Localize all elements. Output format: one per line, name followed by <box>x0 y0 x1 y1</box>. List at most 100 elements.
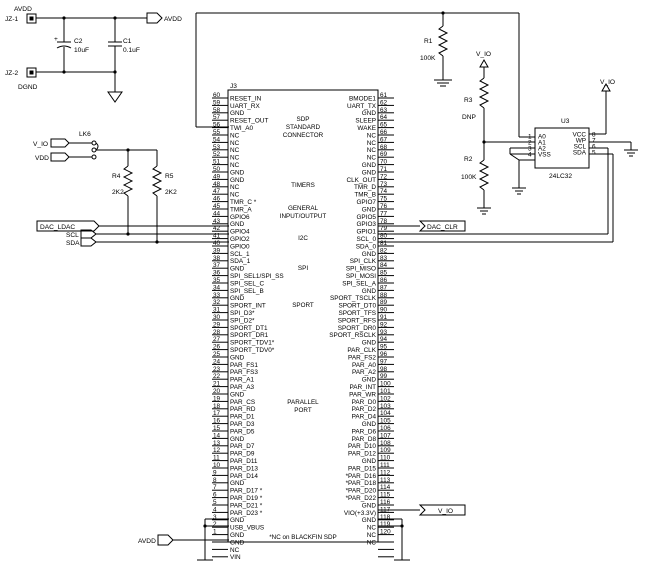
j3-right-pin-name: SPORT_TFS <box>338 310 376 317</box>
j3-left-pin-number: 53 <box>213 144 221 151</box>
j3-right-pin-number: 93 <box>380 329 388 336</box>
j3-left-pin-number: 12 <box>213 447 221 454</box>
j3-right-pin-name: SPORT_DT0 <box>338 303 376 310</box>
j3-right-pin-name: GND <box>362 162 377 169</box>
j3-left-pin-name: PAR_D3 <box>230 421 255 428</box>
j3-left-pin-name: SPORT_INT <box>230 303 266 310</box>
j3-left-pin-number: 43 <box>213 218 221 225</box>
j3-left-pin-number: 17 <box>213 410 221 417</box>
j3-left-bottom-wiring: AVDD <box>138 518 229 561</box>
j3-left-pin-number: 26 <box>213 344 221 351</box>
j3-left-pin-number: 44 <box>213 210 221 217</box>
c2-ref: C2 <box>74 38 83 45</box>
j3-left-pin-name: GND <box>230 517 245 524</box>
j3-left-pin-name: SPORT_DR1 <box>230 332 269 339</box>
j3-left-pin-number: 59 <box>213 99 221 106</box>
j3-right-pin-number: 96 <box>380 351 388 358</box>
j3-left-pin-name: PAR_D14 <box>230 473 258 480</box>
j3-left-pin-number: 41 <box>213 233 221 240</box>
u3-pin-name: SCL <box>574 143 587 150</box>
j3-right-pin-number: 82 <box>380 247 388 254</box>
j3-right-pin-name: PAR_D15 <box>348 465 376 472</box>
j3-left-pin-name: TMR_A <box>230 206 252 213</box>
lk6-ref: LK6 <box>79 131 91 138</box>
v-io-arrow-left <box>479 58 489 68</box>
j3-left-pin-name: USB_VBUS <box>230 525 264 532</box>
j3-right-pin-number: 111 <box>380 462 390 469</box>
j3-right-pin-name: PAR_FS2 <box>348 354 376 361</box>
scl-flag <box>80 229 97 239</box>
section-i2c: I2C <box>298 235 308 242</box>
j3-right-pin-number: 99 <box>380 373 388 380</box>
j3-right-pin-name: SPI_MISO <box>346 266 376 273</box>
j3-left-pin-name: GND <box>230 354 245 361</box>
j3-left-pin-number: 48 <box>213 181 221 188</box>
j3-left-pin-name: GND <box>230 221 245 228</box>
j3-right-pin-name: SDA_0 <box>356 243 377 250</box>
j3-left-pin-name: PAR_FS1 <box>230 362 258 369</box>
j3-left-pin-number: 31 <box>213 307 221 314</box>
j3-right-pin-name: PAR_D6 <box>352 428 377 435</box>
lk6-pin-a <box>91 140 97 146</box>
r1-pullup: R1 100K <box>195 11 535 138</box>
j3-right-pin-number: 104 <box>380 410 391 417</box>
j3-right-pin-number: 78 <box>380 218 388 225</box>
j3-left-pin-name: GPIO4 <box>230 229 250 236</box>
j3-left-pin-name: TWI_A0 <box>230 125 254 132</box>
j3-left-pin-number: 8 <box>213 477 217 484</box>
j3-right-pin-name: GND <box>362 110 377 117</box>
j3-left-pin-name: NC <box>230 140 240 147</box>
j3-left-pin-name: SPI_SEL_C <box>230 280 264 287</box>
j3-right-pin-name: PAR_A2 <box>352 369 376 376</box>
j3-right-pin-number: 110 <box>380 455 391 462</box>
j3-right-pin-number: 61 <box>380 92 388 99</box>
j3-left-pin-name: GND <box>230 532 245 539</box>
power-input-section: AVDD JZ-1 AVDD JZ-2 DGND + C2 10uF C1 0.… <box>5 6 182 103</box>
u3-pin-number: 6 <box>592 143 596 150</box>
section-spi: SPI <box>298 265 308 272</box>
j3-left-pin-number: 52 <box>213 151 221 158</box>
j3-right-pin-number: 76 <box>380 203 388 210</box>
j3-right-pin-number: 86 <box>380 277 388 284</box>
j3-left-pin-number: 33 <box>213 292 221 299</box>
j3-right-pin-name: PAR_WR <box>349 391 376 398</box>
j3-left-pin-name: PAR_A3 <box>230 384 254 391</box>
j3-left-pin-number: 35 <box>213 277 221 284</box>
r5-resistor <box>151 165 163 197</box>
j3-right-pin-number: 101 <box>380 388 391 395</box>
j3-right-pin-number: 84 <box>380 262 388 269</box>
j3-right-pin-name: PAR_D4 <box>352 414 377 421</box>
j3-right-pin-number: 64 <box>380 114 388 121</box>
j3-right-pin-name: PAR_D8 <box>352 436 377 443</box>
j3-left-pin-name: PAR_D1 <box>230 414 255 421</box>
j3-left-pin-name: PAR_D23 * <box>230 510 263 517</box>
j3-left-pin-name: TMR_C * <box>230 199 257 206</box>
j3-right-pin-number: 67 <box>380 136 388 143</box>
j3-right-pin-number: 91 <box>380 314 388 321</box>
j3-right-pin-name: NC <box>367 140 377 147</box>
sda-label: SDA <box>66 240 80 247</box>
avdd-out-label: AVDD <box>164 16 182 23</box>
j3-right-pin-number: 114 <box>380 484 391 491</box>
u3-pin-number: 7 <box>592 137 596 144</box>
j3-left-pin-number: 34 <box>213 284 221 291</box>
j3-right-pin-name: *PAR_D16 <box>346 473 377 480</box>
u3-part: 24LC32 <box>549 173 572 180</box>
dac-clr-label: DAC_CLR <box>427 224 458 231</box>
lk6-pin-c <box>91 154 97 160</box>
right-nets: DAC_CLR V_IO <box>378 148 614 561</box>
j3-left-pin-name: PAR_D7 <box>230 443 255 450</box>
j3-right-pin-name: *PAR_D22 <box>346 495 377 502</box>
dgnd-label: DGND <box>18 84 38 91</box>
j3-left-pin-number: 57 <box>213 114 221 121</box>
j3-left-pin-number: 49 <box>213 173 221 180</box>
j3-right-pin-number: 109 <box>380 447 391 454</box>
j3-left-pin-number: 55 <box>213 129 221 136</box>
j3-left-pin-name: PAR_FS3 <box>230 369 258 376</box>
j3-right-pin-number: 105 <box>380 418 391 425</box>
r1-ref: R1 <box>424 38 433 45</box>
j3-right-pin-name: *PAR_D18 <box>346 480 377 487</box>
j3-left-pin-name: UART_RX <box>230 103 260 110</box>
